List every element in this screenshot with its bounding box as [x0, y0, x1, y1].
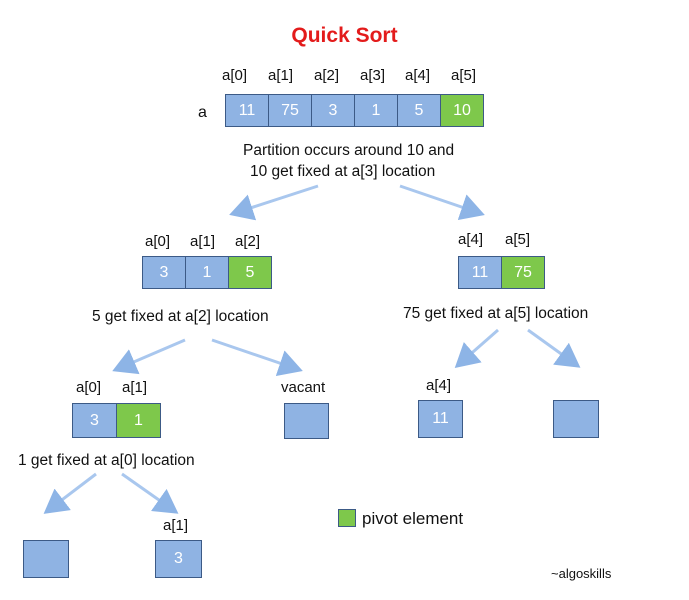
right-index-1: a[5]	[505, 231, 531, 248]
right-cell-1-pivot: 75	[501, 256, 545, 289]
right-index-0: a[4]	[458, 231, 484, 248]
bottom-right-index: a[1]	[163, 517, 189, 534]
arrow-ll-right	[121, 472, 179, 514]
left-index-1: a[1]	[190, 233, 216, 250]
bottom-left-empty-cell	[23, 540, 69, 578]
right-cell-0: 11	[458, 256, 502, 289]
array-name-label: a	[198, 104, 207, 121]
left-index-2: a[2]	[235, 233, 261, 250]
rightleft-cell: 11	[418, 400, 463, 438]
root-cell-0: 11	[225, 94, 269, 127]
arrow-ll-left	[43, 472, 97, 514]
root-caption-line2: 10 get fixed at a[3] location	[250, 163, 436, 180]
left-index-0: a[0]	[145, 233, 171, 250]
left-cell-0: 3	[142, 256, 186, 289]
vacant-label: vacant	[281, 379, 326, 396]
left-cell-2-pivot: 5	[228, 256, 272, 289]
rightright-empty-cell	[553, 400, 599, 438]
vacant-cell	[284, 403, 329, 439]
root-index-4: a[4]	[405, 67, 431, 84]
credit-text: ~algoskills	[551, 566, 612, 581]
leftleft-cell-0: 3	[72, 403, 117, 438]
root-cell-4: 5	[397, 94, 441, 127]
root-cell-1: 75	[268, 94, 312, 127]
left-caption: 5 get fixed at a[2] location	[92, 308, 269, 325]
root-index-5: a[5]	[451, 67, 477, 84]
leftleft-caption: 1 get fixed at a[0] location	[18, 452, 195, 469]
leftleft-cell-1-pivot: 1	[116, 403, 161, 438]
legend-pivot-label: pivot element	[362, 509, 464, 528]
root-cell-5-pivot: 10	[440, 94, 484, 127]
leftleft-index-0: a[0]	[76, 379, 102, 396]
arrow-right-rightchild	[527, 328, 581, 368]
root-cell-3: 1	[354, 94, 398, 127]
root-index-3: a[3]	[360, 67, 386, 84]
arrow-left-rightchild	[211, 338, 303, 377]
diagram-title: Quick Sort	[291, 24, 398, 47]
bottom-right-cell: 3	[155, 540, 202, 578]
root-index-2: a[2]	[314, 67, 340, 84]
right-caption: 75 get fixed at a[5] location	[403, 305, 589, 322]
left-cell-1: 1	[185, 256, 229, 289]
root-index-0: a[0]	[222, 67, 248, 84]
arrow-left-leftchild	[112, 338, 186, 375]
arrow-root-left	[229, 184, 319, 221]
root-index-1: a[1]	[268, 67, 294, 84]
leftleft-index-1: a[1]	[122, 379, 148, 396]
root-cell-2: 3	[311, 94, 355, 127]
root-caption-line1: Partition occurs around 10 and	[243, 142, 455, 159]
legend-pivot-swatch	[338, 509, 356, 527]
arrow-right-leftchild	[454, 328, 499, 368]
rightleft-index: a[4]	[426, 377, 452, 394]
arrow-root-right	[399, 184, 485, 220]
